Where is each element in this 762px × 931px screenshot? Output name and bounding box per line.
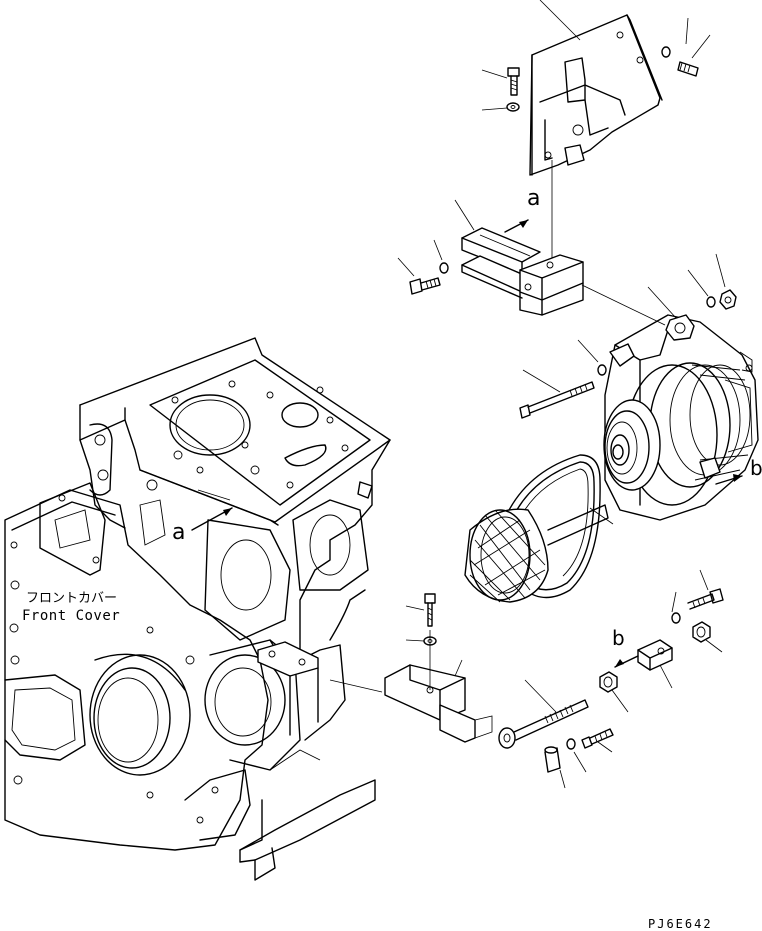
front-cover-label-en: Front Cover bbox=[22, 608, 121, 624]
washer-alt-top bbox=[706, 296, 716, 308]
washer-adjust-block bbox=[671, 612, 681, 624]
bolt-rod bbox=[581, 728, 614, 749]
view-label-b-upper: b bbox=[750, 456, 762, 480]
bolt-upper-left bbox=[507, 67, 520, 96]
spacer-block bbox=[519, 254, 584, 316]
engine-block bbox=[4, 337, 391, 881]
view-label-a-upper: a bbox=[527, 186, 541, 211]
bolt-mid-left bbox=[409, 277, 441, 295]
leader-lines bbox=[397, 0, 726, 789]
nut-alt-top bbox=[719, 289, 737, 310]
front-cover-label-jp: フロントカバー bbox=[26, 591, 118, 606]
bolt-lower-bracket bbox=[424, 593, 436, 627]
lower-bracket bbox=[329, 664, 493, 743]
washer-rod bbox=[566, 738, 576, 750]
nut-rod bbox=[599, 671, 618, 693]
nut-adjust-block bbox=[692, 621, 711, 643]
washer-upper-right bbox=[661, 46, 671, 58]
washer-upper-left bbox=[506, 102, 520, 112]
drawing-code: PJ6E642 bbox=[648, 917, 713, 931]
washer-long-bolt bbox=[597, 364, 607, 376]
bolt-upper-right bbox=[677, 61, 699, 77]
washer-mid-left bbox=[439, 262, 449, 274]
bolt-adjust-block bbox=[687, 588, 724, 610]
v-belt bbox=[507, 454, 601, 599]
alternator-upper-bracket bbox=[529, 14, 663, 176]
alternator bbox=[603, 314, 759, 521]
fan-pulley bbox=[464, 504, 609, 603]
long-bolt bbox=[519, 381, 595, 419]
adjust-block bbox=[637, 639, 673, 671]
view-label-b-lower: b bbox=[612, 626, 625, 650]
spacer-collar bbox=[544, 746, 561, 773]
adjust-rod bbox=[498, 699, 589, 749]
view-label-a-lower: a bbox=[172, 520, 186, 545]
